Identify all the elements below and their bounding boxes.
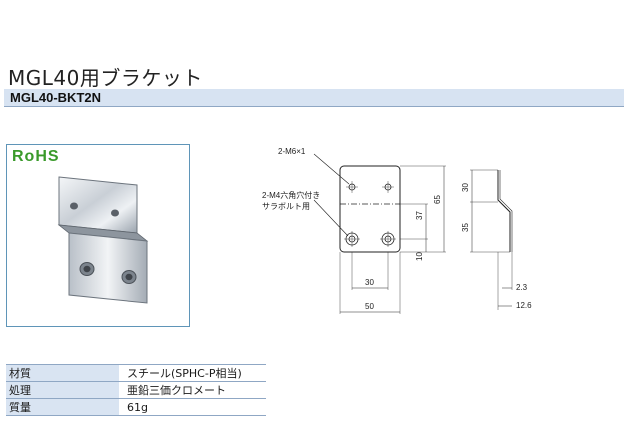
spec-label: 材質: [6, 364, 119, 382]
side-view-profile: [497, 170, 511, 252]
dim-65: 65: [433, 195, 442, 204]
spec-row: 処理 亜鉛三価クロメート: [6, 381, 266, 399]
model-code: MGL40-BKT2N: [10, 90, 102, 105]
callout-m4-line2: サラボルト用: [262, 202, 310, 211]
dim-35: 35: [461, 223, 470, 232]
spec-value: 61g: [119, 398, 266, 416]
dim-37: 37: [415, 211, 424, 220]
spec-value: 亜鉛三価クロメート: [119, 381, 266, 399]
product-photo-frame: RoHS: [6, 144, 190, 327]
spec-row: 材質 スチール(SPHC-P相当): [6, 364, 266, 382]
dim-12-6: 12.6: [516, 301, 532, 310]
rohs-mark: RoHS: [12, 148, 60, 165]
dim-2-3: 2.3: [516, 283, 528, 292]
dim-30-hole-pitch: 30: [365, 278, 374, 287]
spec-value: スチール(SPHC-P相当): [119, 364, 266, 382]
callout-m4-line1: 2-M4六角穴付き: [262, 190, 320, 200]
dim-10: 10: [415, 252, 424, 261]
spec-label: 質量: [6, 398, 119, 416]
spec-label: 処理: [6, 381, 119, 399]
model-code-bar: MGL40-BKT2N: [4, 89, 624, 107]
dim-50-width: 50: [365, 302, 374, 311]
spec-table: 材質 スチール(SPHC-P相当) 処理 亜鉛三価クロメート 質量 61g: [6, 364, 266, 416]
dim-30-side: 30: [461, 183, 470, 192]
front-view-outline: [339, 165, 401, 253]
spec-row: 質量 61g: [6, 398, 266, 416]
callout-m6: 2-M6×1: [278, 147, 306, 156]
technical-drawing: 2-M6×1 2-M4六角穴付き サラボルト用 30 50 37 10 65 3…: [262, 147, 532, 314]
bracket-photo: [57, 176, 149, 304]
product-title: MGL40用ブラケット: [8, 66, 203, 90]
